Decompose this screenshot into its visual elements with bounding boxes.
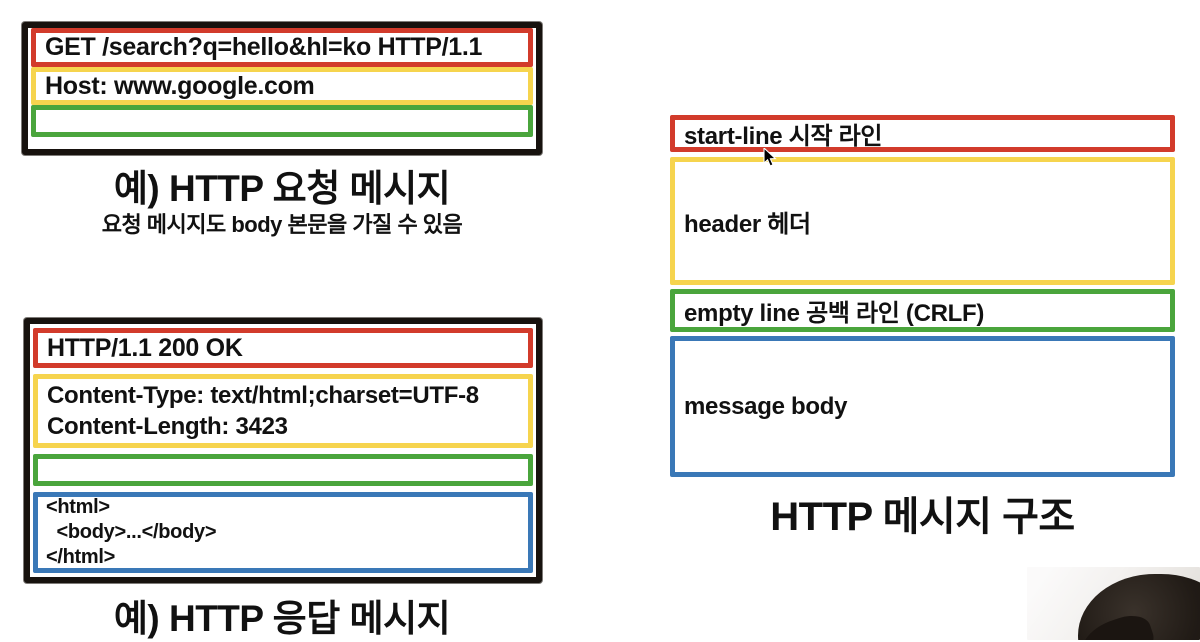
structure-start-line-label: start-line 시작 라인 (684, 123, 883, 150)
response-start-line-text: HTTP/1.1 200 OK (47, 333, 243, 362)
response-start-line-row: HTTP/1.1 200 OK (33, 328, 533, 368)
request-header-text: Host: www.google.com (45, 71, 315, 100)
structure-message-body-label: message body (684, 392, 848, 420)
response-body-line-2: <body>...</body> (46, 521, 217, 543)
request-header-row: Host: www.google.com (31, 67, 533, 105)
response-header-line-2: Content-Length: 3423 (47, 413, 288, 440)
response-empty-line-row (33, 454, 533, 486)
structure-start-line-row: start-line 시작 라인 (670, 115, 1175, 152)
structure-empty-line-row: empty line 공백 라인 (CRLF) (670, 289, 1175, 332)
response-header-line-1: Content-Type: text/html;charset=UTF-8 (47, 382, 479, 409)
request-empty-line-row (31, 105, 533, 137)
mouse-cursor-icon (763, 148, 777, 167)
structure-diagram-title: HTTP 메시지 구조 (770, 495, 1075, 539)
response-header-row: Content-Type: text/html;charset=UTF-8 Co… (33, 374, 533, 448)
request-start-line-row: GET /search?q=hello&hl=ko HTTP/1.1 (31, 28, 533, 67)
structure-message-body-row: message body (670, 336, 1175, 477)
structure-header-row: header 헤더 (670, 157, 1175, 285)
presenter-webcam-overlay (1027, 567, 1200, 640)
response-body-row: <html> <body>...</body> </html> (33, 492, 533, 573)
response-example-caption: 예) HTTP 응답 메시지 (113, 598, 451, 639)
structure-header-label: header 헤더 (684, 210, 811, 238)
structure-empty-line-label: empty line 공백 라인 (CRLF) (684, 300, 985, 327)
request-example-caption: 예) HTTP 요청 메시지 (113, 168, 451, 209)
request-start-line-text: GET /search?q=hello&hl=ko HTTP/1.1 (45, 33, 483, 61)
response-body-line-3: </html> (46, 546, 116, 568)
http-response-example-box: HTTP/1.1 200 OK Content-Type: text/html;… (24, 318, 542, 583)
http-request-example-box: GET /search?q=hello&hl=ko HTTP/1.1 Host:… (22, 22, 542, 155)
response-body-line-1: <html> (46, 496, 110, 518)
request-example-note: 요청 메시지도 body 본문을 가질 수 있음 (101, 212, 463, 237)
http-message-structure-diagram: start-line 시작 라인 header 헤더 empty line 공백… (670, 115, 1175, 477)
